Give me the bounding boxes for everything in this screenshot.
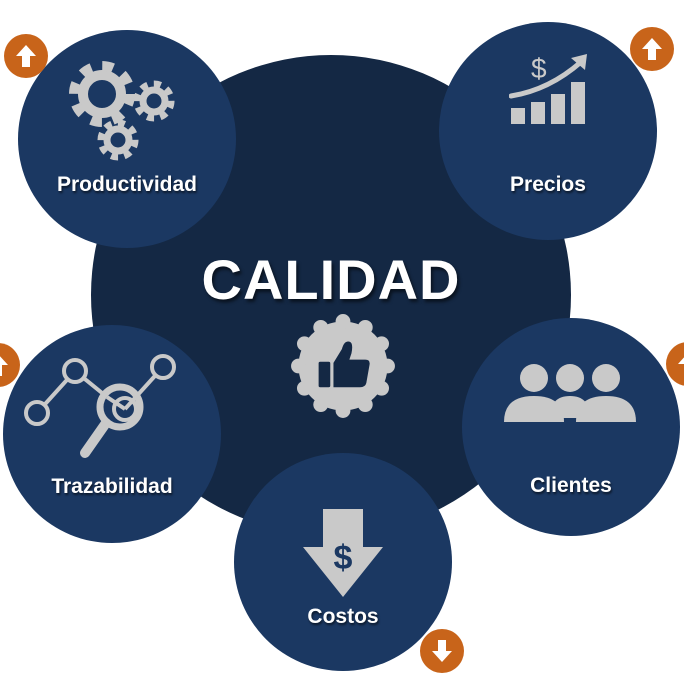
- price-growth-chart-icon: $: [509, 53, 587, 124]
- gears-icon: [69, 61, 175, 161]
- arrow-up-trazabilidad: [0, 343, 20, 387]
- center-title: CALIDAD: [201, 248, 461, 311]
- arrow-up-icon: [678, 357, 684, 375]
- arrow-up-precios: [630, 27, 674, 71]
- node-label-costos: Costos: [307, 605, 379, 628]
- node-productividad: Productividad: [18, 30, 236, 248]
- arrow-up-icon: [642, 38, 662, 60]
- node-label-productividad: Productividad: [56, 173, 198, 196]
- thumbs-up-badge-icon: [291, 314, 395, 418]
- people-group-icon: [504, 364, 636, 422]
- node-label-precios: Precios: [510, 173, 586, 196]
- arrow-up-icon: [0, 356, 8, 376]
- node-clientes: Clientes: [462, 318, 680, 536]
- node-label-trazabilidad: Trazabilidad: [51, 475, 173, 498]
- dollar-down-arrow-icon: $: [303, 509, 383, 597]
- node-label-clientes: Clientes: [530, 474, 612, 497]
- node-trazabilidad: Trazabilidad: [3, 325, 221, 543]
- dollar-sign-icon: $: [334, 539, 353, 577]
- node-precios: $ Precios: [439, 22, 657, 240]
- node-costos: $ Costos: [234, 453, 452, 671]
- arrow-up-icon: [16, 45, 36, 67]
- arrow-up-clientes: [666, 342, 684, 386]
- arrow-down-costos: [420, 629, 464, 673]
- arrow-down-icon: [432, 640, 452, 662]
- dollar-sign-icon: $: [531, 53, 547, 84]
- arrow-up-productividad: [4, 34, 48, 78]
- magnifier-network-icon: [24, 354, 176, 458]
